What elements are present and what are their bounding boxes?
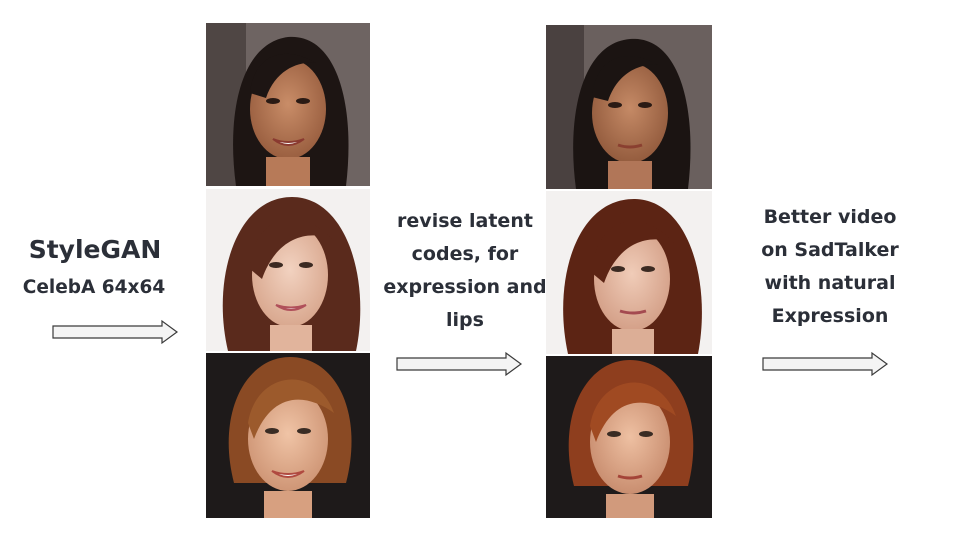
better-video-line-4: Expression [771, 305, 889, 327]
original-face-1 [206, 23, 370, 186]
arrow-right-icon [762, 351, 889, 377]
revised-face-2 [546, 191, 712, 354]
better-video-label: Better video on SadTalker with natural E… [740, 201, 920, 333]
revise-latent-line-4: lips [446, 309, 484, 331]
better-video-line-2: on SadTalker [761, 239, 899, 261]
revised-face-3 [546, 356, 712, 518]
stylegan-title: StyleGAN [28, 235, 162, 264]
arrow-right-icon [396, 351, 523, 377]
revised-face-1 [546, 25, 712, 189]
revise-latent-label: revise latent codes, for expression and … [372, 205, 558, 337]
revise-latent-line-3: expression and [383, 276, 547, 298]
celeba-subtitle: CelebA 64x64 [22, 277, 166, 298]
better-video-line-1: Better video [763, 206, 897, 228]
revise-latent-line-1: revise latent [397, 210, 533, 232]
revise-latent-line-2: codes, for [411, 243, 519, 265]
original-face-3 [206, 353, 370, 518]
original-face-2 [206, 189, 370, 351]
better-video-line-3: with natural [764, 272, 896, 294]
arrow-right-icon [52, 319, 179, 345]
